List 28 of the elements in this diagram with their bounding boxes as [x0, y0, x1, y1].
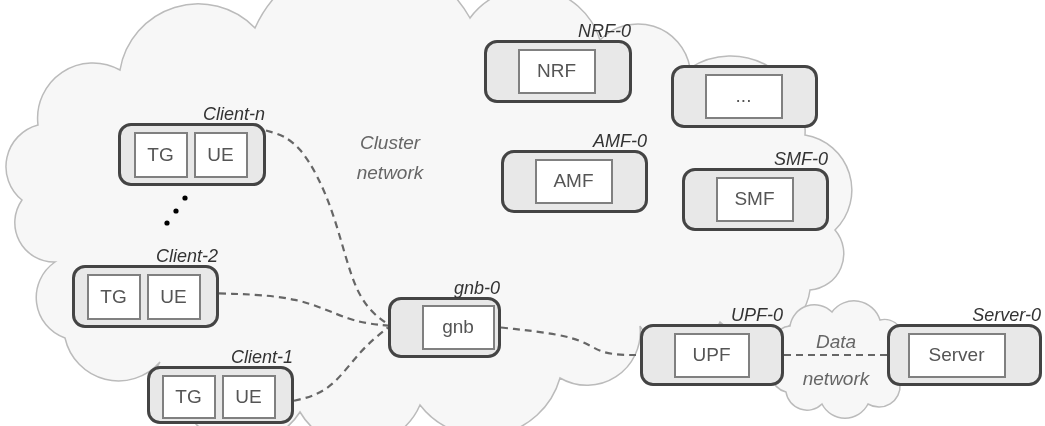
network-label: Cluster network — [355, 131, 425, 185]
container-box: AMF — [534, 158, 613, 204]
container-box: UE — [221, 374, 276, 419]
connection-line — [218, 292, 389, 327]
pod-name: NRF-0 — [578, 21, 631, 42]
container-box: SMF — [715, 176, 794, 222]
pod-box — [671, 65, 818, 128]
container-box: UPF — [673, 332, 750, 378]
container-box: UE — [193, 131, 248, 178]
container-box: TG — [86, 273, 141, 320]
container-box: TG — [133, 131, 188, 178]
connection-line — [784, 353, 887, 357]
connection-line — [293, 326, 389, 402]
pod-name: Client-2 — [155, 246, 218, 267]
network-label: Data network — [801, 330, 871, 391]
pod-name: AMF-0 — [593, 131, 647, 152]
container-box: Server — [907, 332, 1006, 378]
container-box: TG — [161, 374, 216, 419]
container-box: UE — [146, 273, 201, 320]
pod-name: UPF-0 — [731, 305, 783, 326]
pod-name: Server-0 — [972, 305, 1041, 326]
pod-name: Client-n — [202, 104, 265, 125]
container-box: NRF — [517, 48, 596, 94]
container-box: gnb — [421, 304, 495, 350]
pod-name: gnb-0 — [453, 278, 500, 299]
pod-name: Client-1 — [230, 347, 293, 368]
container-box: ... — [704, 73, 783, 119]
pod-name: SMF-0 — [774, 149, 828, 170]
